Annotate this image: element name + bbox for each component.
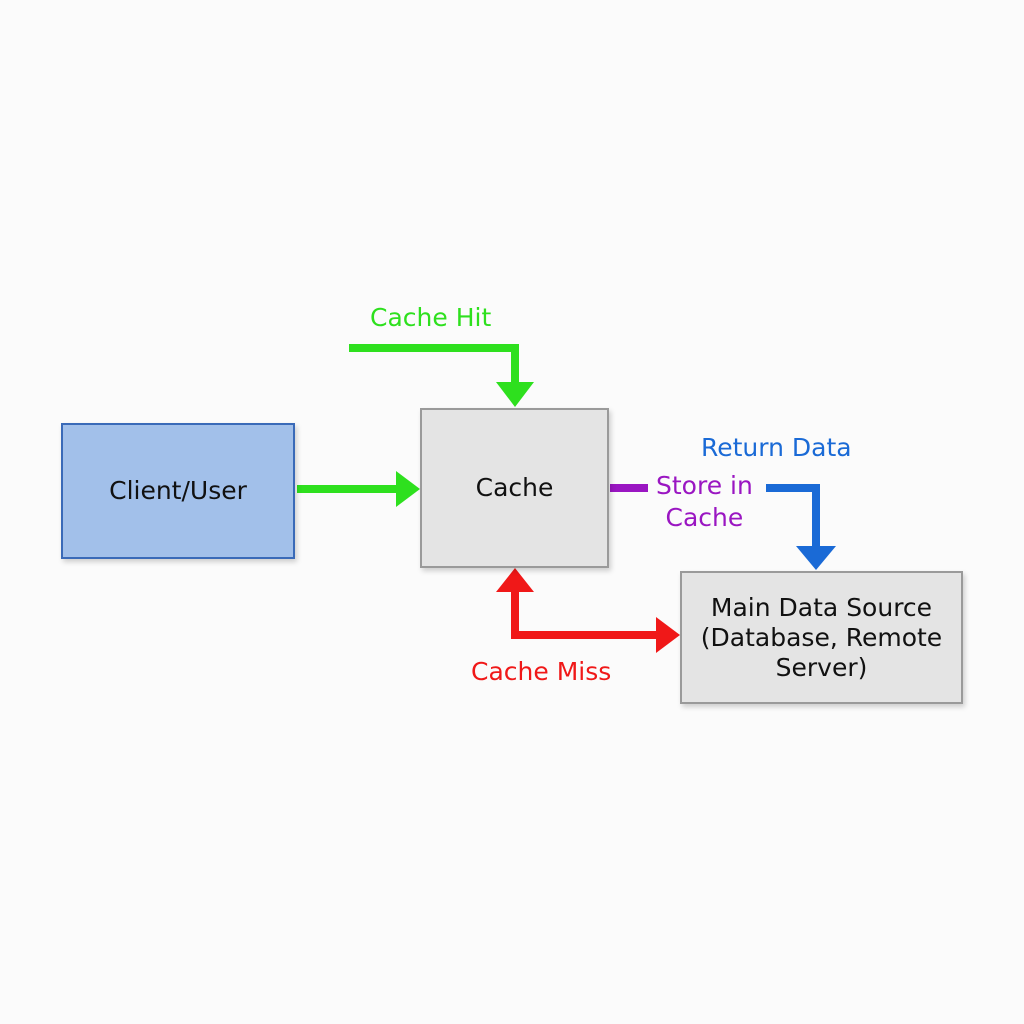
edge-label-return-data: Return Data xyxy=(701,433,852,462)
node-client-user-label: Client/User xyxy=(109,476,247,505)
node-cache: Cache xyxy=(420,408,609,568)
edge-label-store-in-cache: Store in Cache xyxy=(656,471,753,532)
arrow-return-data xyxy=(766,484,836,570)
node-client-user: Client/User xyxy=(61,423,295,559)
edge-label-cache-miss: Cache Miss xyxy=(471,657,612,686)
arrow-cache-hit xyxy=(349,344,534,407)
edge-label-cache-hit: Cache Hit xyxy=(370,303,492,332)
arrow-cache-miss xyxy=(496,568,680,653)
node-cache-label: Cache xyxy=(475,473,554,502)
arrow-client-to-cache xyxy=(297,471,420,507)
node-main-data-source: Main Data Source (Database, Remote Serve… xyxy=(680,571,963,704)
node-main-data-source-label: Main Data Source (Database, Remote Serve… xyxy=(700,592,943,682)
